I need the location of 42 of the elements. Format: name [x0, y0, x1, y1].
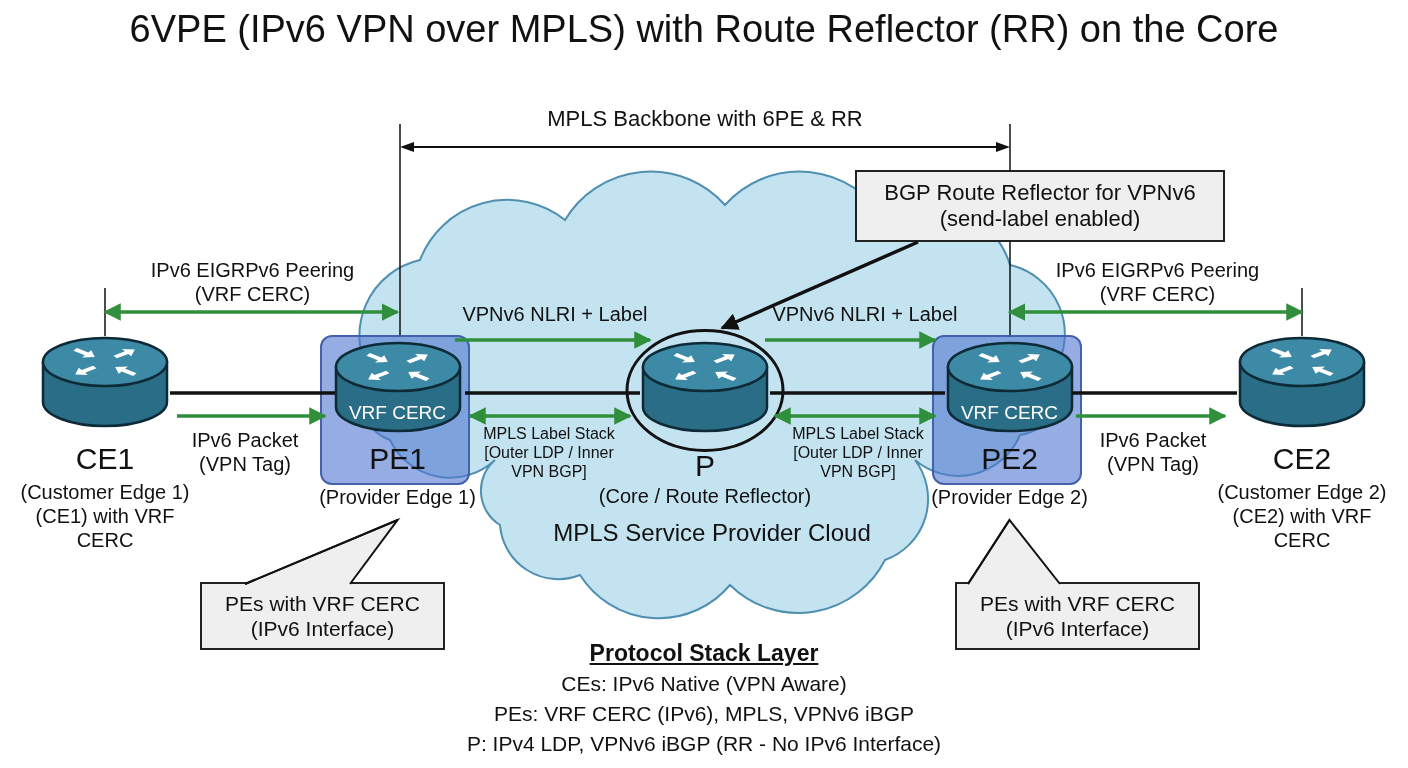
- router-name: PE2: [981, 443, 1038, 475]
- title: 6VPE (IPv6 VPN over MPLS) with Route Reflector (RR) on the Core: [129, 8, 1279, 51]
- arrow: [1076, 407, 1227, 425]
- router-description: (Customer Edge 1) (CE1) with VRF CERC: [19, 480, 191, 552]
- edge-label: IPv6 EIGRPv6 Peering (VRF CERC): [149, 258, 356, 306]
- callout-box: BGP Route Reflector for VPNv6 (send-label enabled): [855, 170, 1225, 242]
- dimension-label: MPLS Backbone with 6PE & RR: [547, 106, 863, 132]
- arrow: [720, 240, 919, 330]
- double-arrow: [773, 407, 937, 425]
- router-description: (Customer Edge 2) (CE2) with VRF CERC: [1216, 480, 1388, 552]
- vrf-label: VRF CERC: [960, 402, 1059, 424]
- router-name: CE2: [1272, 443, 1332, 475]
- edge-label: VPNv6 NLRI + Label: [461, 302, 649, 326]
- arrow: [455, 331, 652, 349]
- router-name: PE1: [369, 443, 426, 475]
- double-arrow: [468, 407, 632, 425]
- edge-label: VPNv6 NLRI + Label: [771, 302, 959, 326]
- protocol-note: P: IPv4 LDP, VPNv6 iBGP (RR - No IPv6 Interface): [466, 732, 942, 756]
- arrow: [765, 331, 937, 349]
- protocol-note: CEs: IPv6 Native (VPN Aware): [561, 672, 847, 696]
- edge-label: IPv6 EIGRPv6 Peering (VRF CERC): [1054, 258, 1261, 306]
- double-arrow: [1007, 303, 1304, 321]
- router-name: CE1: [75, 443, 135, 475]
- link-line: [1072, 391, 1237, 395]
- router-name: P: [695, 450, 715, 482]
- callout-box: PEs with VRF CERC (IPv6 Interface): [200, 582, 445, 650]
- link-line: [770, 391, 945, 395]
- arrow: [177, 407, 327, 425]
- cloud-label: MPLS Service Provider Cloud: [553, 519, 871, 547]
- edge-label: IPv6 Packet (VPN Tag): [190, 428, 300, 476]
- protocol-note: PEs: VRF CERC (IPv6), MPLS, VPNv6 iBGP: [493, 702, 915, 726]
- link-line: [465, 391, 640, 395]
- edge-label: MPLS Label Stack [Outer LDP / Inner VPN BGP]: [791, 424, 925, 481]
- edge-label: MPLS Label Stack [Outer LDP / Inner VPN BGP]: [482, 424, 616, 481]
- double-arrow: [103, 303, 400, 321]
- link-line: [170, 391, 335, 395]
- router-description: (Provider Edge 1): [318, 485, 477, 509]
- section-heading: Protocol Stack Layer: [589, 640, 819, 667]
- router-description: (Provider Edge 2): [930, 485, 1089, 509]
- vrf-label: VRF CERC: [348, 402, 447, 424]
- edge-label: IPv6 Packet (VPN Tag): [1098, 428, 1208, 476]
- router-description: (Core / Route Reflector): [597, 484, 813, 508]
